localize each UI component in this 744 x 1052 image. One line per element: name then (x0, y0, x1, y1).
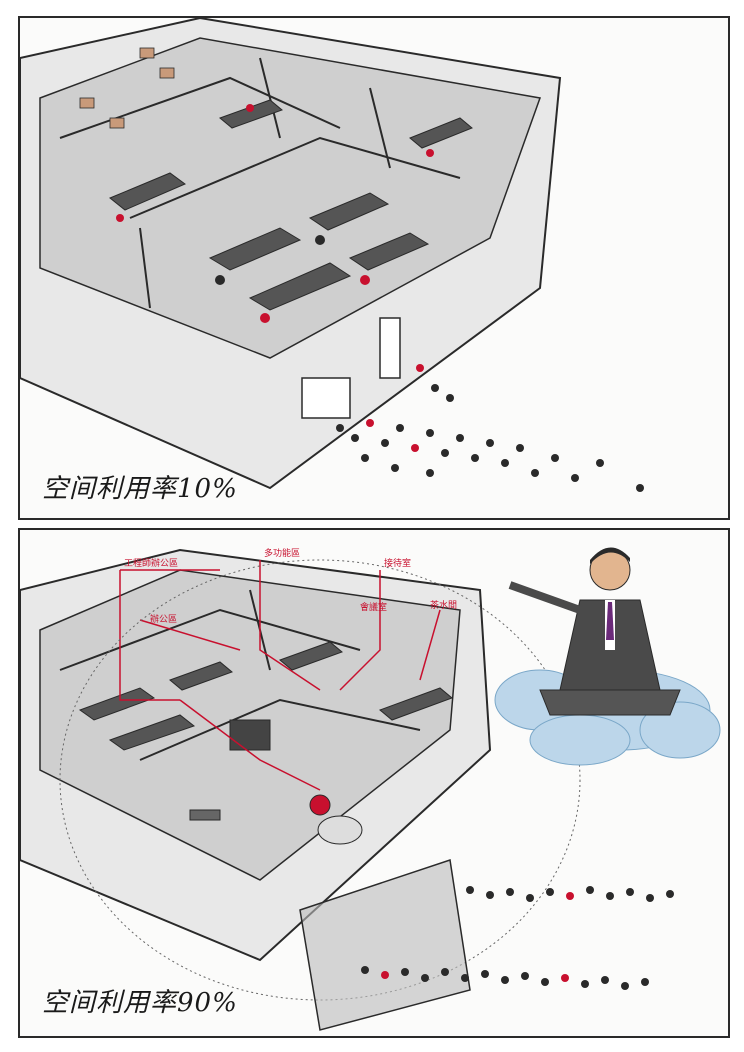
businessman-on-cloud (494, 547, 721, 766)
svg-text:辦公區: 辦公區 (150, 613, 177, 625)
crowd-of-people (336, 364, 644, 492)
office-building-drawing: 工程師辦公區 多功能區 接待室 辦公區 會議室 茶水間 (20, 547, 721, 1031)
panel-high-utilization: 工程師辦公區 多功能區 接待室 辦公區 會議室 茶水間 (18, 528, 730, 1038)
panel-low-utilization: 空间利用率10% (18, 16, 730, 520)
utilization-caption: 空间利用率10% (42, 474, 238, 504)
office-building-drawing (20, 18, 644, 492)
svg-text:茶水間: 茶水間 (430, 599, 457, 611)
svg-text:會議室: 會議室 (360, 601, 387, 613)
svg-text:接待室: 接待室 (384, 557, 411, 569)
svg-text:工程師辦公區: 工程師辦公區 (124, 557, 178, 569)
utilization-caption: 空间利用率90% (42, 988, 238, 1018)
svg-text:多功能區: 多功能區 (264, 547, 300, 559)
crowd-of-people (361, 886, 674, 990)
